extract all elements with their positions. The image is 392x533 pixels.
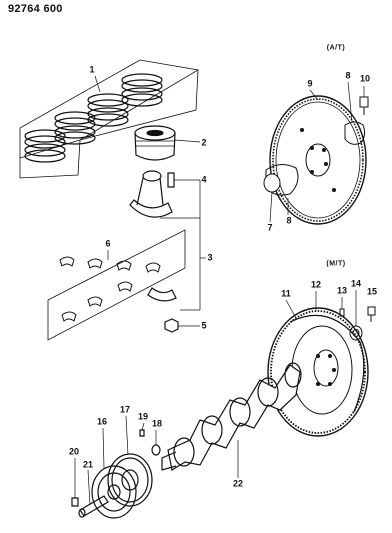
callout-22: 22 — [232, 478, 244, 489]
leader-8a — [348, 82, 352, 122]
callout-14: 14 — [350, 278, 362, 289]
callout-12: 12 — [310, 279, 322, 290]
drive-plate-group — [264, 82, 368, 224]
callout-11: 11 — [281, 288, 291, 299]
callout-15: 15 — [366, 286, 378, 297]
piston-group — [135, 126, 200, 160]
callout-17: 17 — [119, 404, 131, 415]
leader-9 — [310, 90, 318, 100]
section-label-automatic: (A/T) — [326, 44, 346, 52]
callout-19: 19 — [137, 411, 149, 422]
callout-6: 6 — [105, 238, 111, 249]
callout-4: 4 — [201, 174, 207, 185]
callout-9: 9 — [307, 78, 313, 89]
leader-11 — [286, 300, 296, 318]
callout-5: 5 — [201, 320, 207, 331]
callout-1: 1 — [89, 64, 95, 75]
leader-17 — [126, 416, 128, 455]
connecting-rod-group — [130, 171, 206, 332]
callout-18: 18 — [151, 418, 163, 429]
callout-21: 21 — [82, 459, 94, 470]
leader-21 — [88, 470, 90, 505]
callout-7: 7 — [267, 222, 273, 233]
callout-16: 16 — [96, 416, 108, 427]
ring-stack-4 — [122, 74, 162, 106]
piston-ring-set-group — [20, 60, 198, 178]
callout-20: 20 — [68, 446, 80, 457]
document-code: 92764 600 — [8, 3, 63, 15]
crankshaft-group — [162, 363, 301, 478]
callout-13: 13 — [336, 285, 348, 296]
leader-2 — [175, 140, 200, 142]
callout-8-at-bottom: 8 — [286, 215, 292, 226]
leader-19 — [142, 423, 144, 430]
callout-8-at-top: 8 — [345, 70, 351, 81]
callout-10: 10 — [359, 73, 371, 84]
ring-set-bracket — [20, 60, 198, 158]
callout-2: 2 — [201, 137, 207, 148]
crank-pulley-group — [72, 416, 160, 518]
bearing-set-group — [48, 230, 185, 340]
ring-stack-1 — [25, 130, 65, 162]
callout-3: 3 — [207, 252, 213, 263]
leader-16 — [103, 428, 104, 468]
flywheel-group — [268, 290, 375, 436]
leader-7 — [270, 192, 272, 222]
section-label-manual: (M/T) — [326, 260, 346, 268]
ring-stack-3 — [88, 94, 128, 126]
leader-1 — [95, 76, 100, 92]
